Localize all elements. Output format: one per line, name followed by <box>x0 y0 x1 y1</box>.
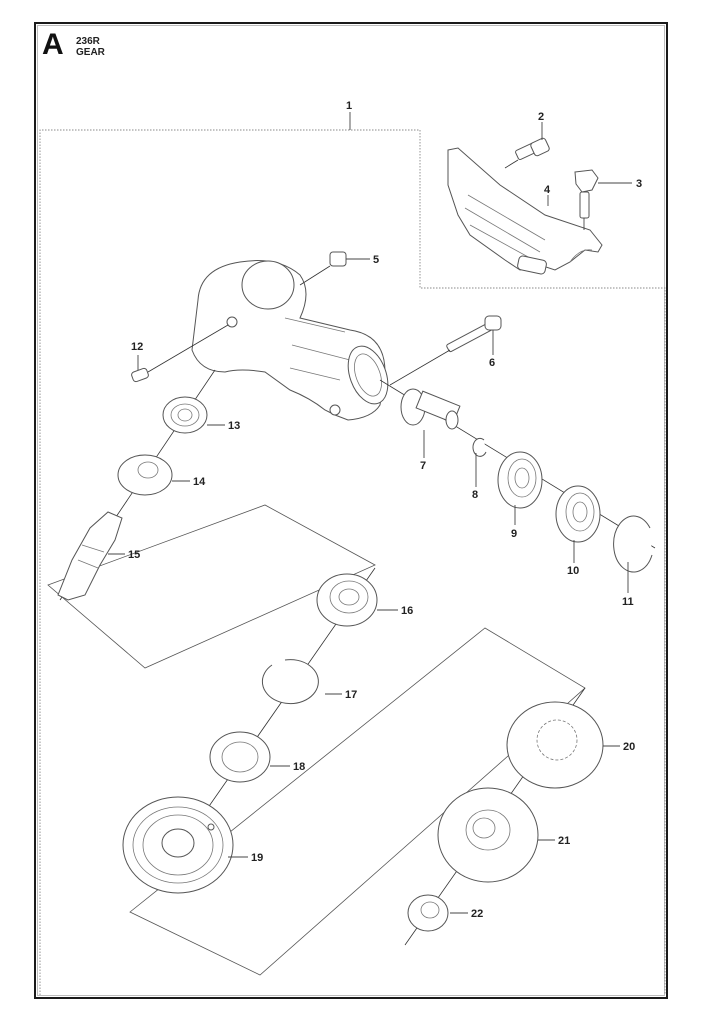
snap-ring-small-part <box>472 437 487 457</box>
seal-ring-part <box>209 731 271 783</box>
callout-9: 9 <box>511 528 517 540</box>
callout-8: 8 <box>472 489 478 501</box>
plug-screw-part <box>299 251 347 286</box>
ball-bearing-1-part <box>497 451 543 509</box>
output-shaft-part <box>57 511 123 601</box>
callout-22: 22 <box>471 908 483 920</box>
subassembly-outline-shaft <box>47 504 376 669</box>
model-number: 236R <box>76 36 100 47</box>
callout-6: 6 <box>489 357 495 369</box>
assembly-1-boundary <box>39 129 666 995</box>
cover-plate-part <box>122 796 234 894</box>
retaining-ring-input-part <box>613 515 653 573</box>
callout-1: 1 <box>346 100 352 112</box>
guard-bracket-part <box>447 147 603 275</box>
retaining-ring-output-part <box>261 659 319 705</box>
ball-bearing-2-part <box>555 485 601 543</box>
callout-20: 20 <box>623 741 635 753</box>
screw-part <box>504 137 550 169</box>
header-text: 236R GEAR <box>76 36 105 58</box>
section-letter: A <box>42 28 64 61</box>
needle-bearing-part <box>162 396 208 434</box>
callout-2: 2 <box>538 111 544 123</box>
ball-bearing-output-part <box>316 573 378 627</box>
callout-18: 18 <box>293 761 305 773</box>
side-screw-part <box>131 324 229 383</box>
gear-housing-part <box>191 260 389 421</box>
callout-3: 3 <box>636 178 642 190</box>
callout-12: 12 <box>131 341 143 353</box>
callout-11: 11 <box>622 596 634 608</box>
bevel-pinion-washer-part <box>117 454 173 496</box>
clamp-bolt-part <box>389 315 502 386</box>
callout-7: 7 <box>420 460 426 472</box>
fastener-knob-part <box>574 169 599 230</box>
lock-washer-part <box>506 701 604 789</box>
callout-10: 10 <box>567 565 579 577</box>
diagram-title: GEAR <box>76 47 105 58</box>
callout-15: 15 <box>128 549 140 561</box>
support-cup-part <box>437 787 539 883</box>
callout-17: 17 <box>345 689 357 701</box>
callout-13: 13 <box>228 420 240 432</box>
nut-part <box>407 894 449 932</box>
callout-21: 21 <box>558 835 570 847</box>
callout-5: 5 <box>373 254 379 266</box>
callout-16: 16 <box>401 605 413 617</box>
page-frame-inner <box>37 25 665 996</box>
callout-4: 4 <box>544 184 551 196</box>
callout-19: 19 <box>251 852 263 864</box>
input-shaft-part <box>400 388 461 430</box>
callout-14: 14 <box>193 476 206 488</box>
